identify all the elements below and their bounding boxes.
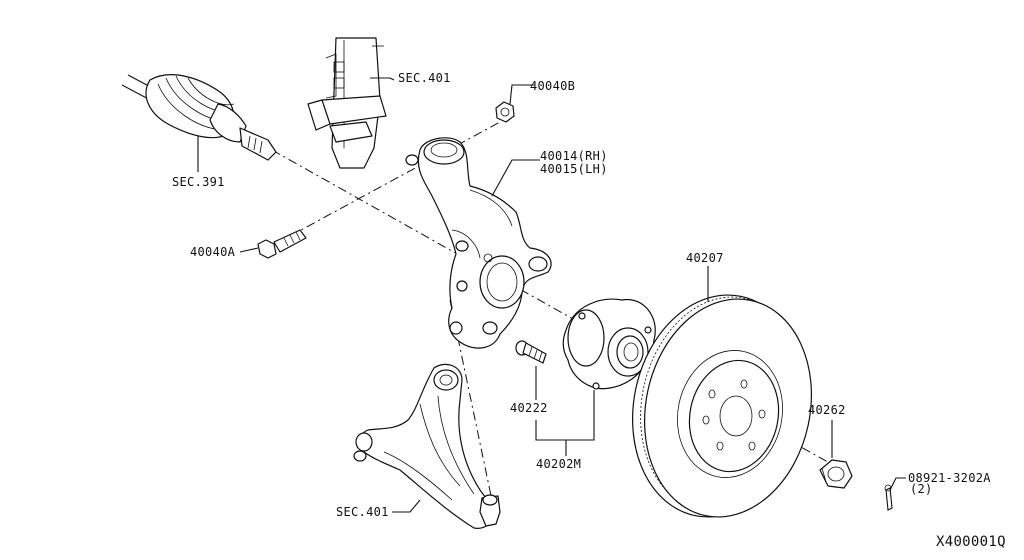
leader-lines: [197, 77, 906, 513]
strut-assembly: [307, 37, 387, 169]
label-40014-rh: 40014(RH): [540, 149, 608, 163]
assembly-axes: [271, 121, 843, 511]
lower-control-arm: [353, 363, 501, 529]
diagram-code: X400001Q: [936, 534, 1006, 550]
steering-knuckle: [405, 137, 552, 349]
part-labels: SEC.401 40040B 40014(RH) 40015(LH) SEC.3…: [172, 71, 1006, 550]
label-08921-qty: (2): [910, 482, 933, 496]
bolt-40040a: [257, 229, 307, 259]
label-40015-lh: 40015(LH): [540, 162, 608, 176]
label-40222: 40222: [510, 401, 548, 415]
label-sec401-bottom: SEC.401: [336, 505, 389, 519]
label-40202m: 40202M: [536, 457, 581, 471]
brake-rotor: [631, 294, 813, 518]
label-08921-3202a: 08921-3202A: [908, 471, 991, 485]
label-sec401-top: SEC.401: [398, 71, 451, 85]
nut-40040b: [495, 101, 515, 123]
label-40207: 40207: [686, 251, 724, 265]
label-40262: 40262: [808, 403, 846, 417]
wheel-hub: [562, 298, 656, 390]
label-sec391: SEC.391: [172, 175, 225, 189]
label-40040a: 40040A: [190, 245, 236, 259]
drive-shaft: [121, 74, 277, 161]
hub-nut-40262: [819, 459, 853, 489]
label-40040b: 40040B: [530, 79, 575, 93]
hub-bolt-40222: [515, 340, 547, 364]
